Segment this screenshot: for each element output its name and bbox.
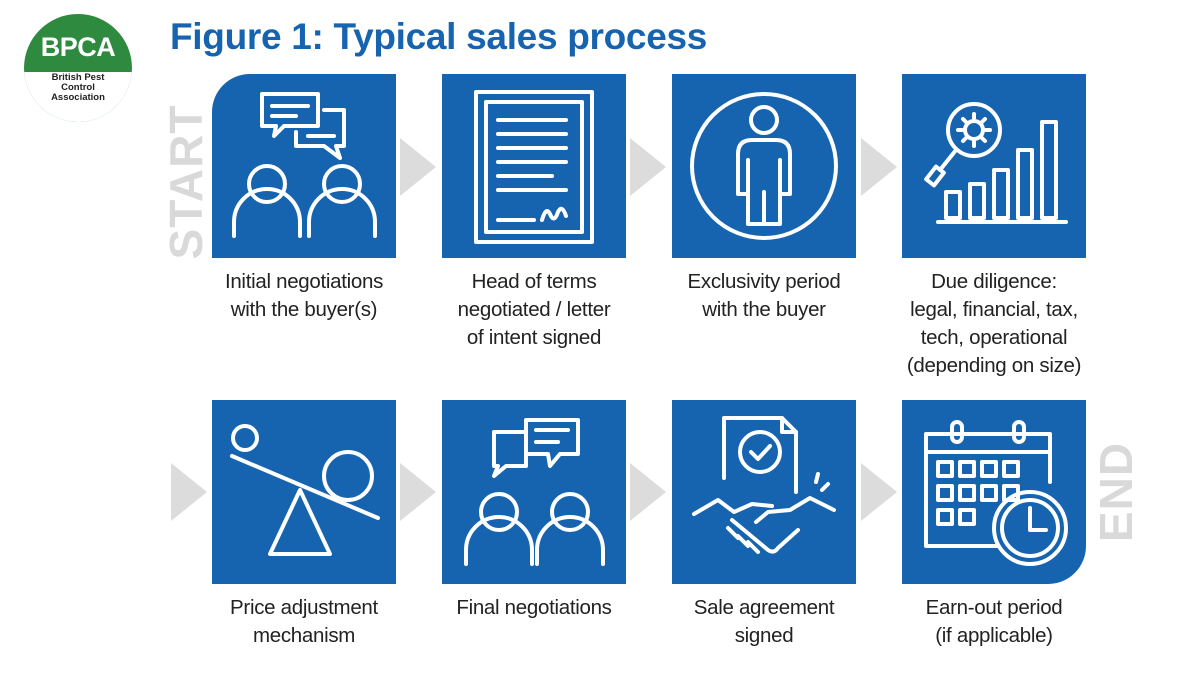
step-5-box: [212, 400, 396, 584]
conversation-icon: [232, 92, 377, 238]
figure-title: Figure 1: Typical sales process: [170, 16, 708, 57]
step-8-box: [902, 400, 1086, 584]
step-2-box: [442, 74, 626, 258]
arrow-icon: [630, 138, 666, 196]
step-5-caption: Price adjustment mechanism: [194, 594, 414, 650]
caption-line: negotiated / letter: [457, 298, 611, 321]
step-8-caption: Earn-out period (if applicable): [884, 594, 1104, 650]
step-1-caption: Initial negotiations with the buyer(s): [194, 268, 414, 324]
caption-line: (depending on size): [906, 354, 1082, 377]
step-7-caption: Sale agreement signed: [654, 594, 874, 650]
caption-line: with the buyer(s): [230, 298, 378, 321]
start-label: START: [160, 104, 212, 260]
step-2-caption: Head of terms negotiated / letter of int…: [424, 268, 644, 352]
caption-line: Initial negotiations: [224, 270, 384, 293]
caption-line: tech, operational: [920, 326, 1068, 349]
step-4-box: [902, 74, 1086, 258]
caption-line: signed: [734, 624, 794, 647]
caption-line: Sale agreement: [693, 596, 835, 619]
caption-line: Final negotiations: [456, 596, 612, 619]
logo-abbreviation: BPCA: [40, 32, 116, 62]
caption-line: legal, financial, tax,: [910, 298, 1078, 321]
caption-line: Earn-out period: [925, 596, 1063, 619]
bpca-logo: BPCA British Pest Control Association: [24, 14, 132, 122]
step-3-box: [672, 74, 856, 258]
step-3-caption: Exclusivity period with the buyer: [654, 268, 874, 324]
logo-name-line: Association: [51, 92, 105, 103]
step-7-box: [672, 400, 856, 584]
logo-organisation-name: British Pest Control Association: [38, 73, 118, 103]
step-6-box: [442, 400, 626, 584]
caption-line: with the buyer: [702, 298, 826, 321]
caption-line: Head of terms: [471, 270, 597, 293]
arrow-icon: [400, 138, 436, 196]
handshake-document-icon: [692, 416, 836, 554]
logo-name-line: Control: [61, 82, 95, 93]
arrow-icon: [630, 463, 666, 521]
arrow-icon: [400, 463, 436, 521]
caption-line: Due diligence:: [931, 270, 1057, 293]
step-4-caption: Due diligence: legal, financial, tax, te…: [884, 268, 1104, 380]
step-6-caption: Final negotiations: [424, 594, 644, 622]
caption-line: Price adjustment: [230, 596, 378, 619]
caption-line: of intent signed: [466, 326, 602, 349]
person-circle-icon: [690, 92, 838, 240]
conversation-icon: [464, 418, 605, 566]
caption-line: Exclusivity period: [687, 270, 841, 293]
arrow-icon: [171, 463, 207, 521]
step-1-box: [212, 74, 396, 258]
logo-name-line: British Pest: [51, 72, 105, 83]
arrow-icon: [861, 463, 897, 521]
caption-line: (if applicable): [935, 624, 1053, 647]
caption-line: mechanism: [252, 624, 356, 647]
document-signature-icon: [474, 90, 594, 244]
calendar-clock-icon: [924, 420, 1068, 566]
balance-scale-icon: [230, 424, 380, 556]
arrow-icon: [861, 138, 897, 196]
magnifier-bar-chart-icon: [924, 102, 1068, 224]
end-label: END: [1090, 441, 1142, 543]
